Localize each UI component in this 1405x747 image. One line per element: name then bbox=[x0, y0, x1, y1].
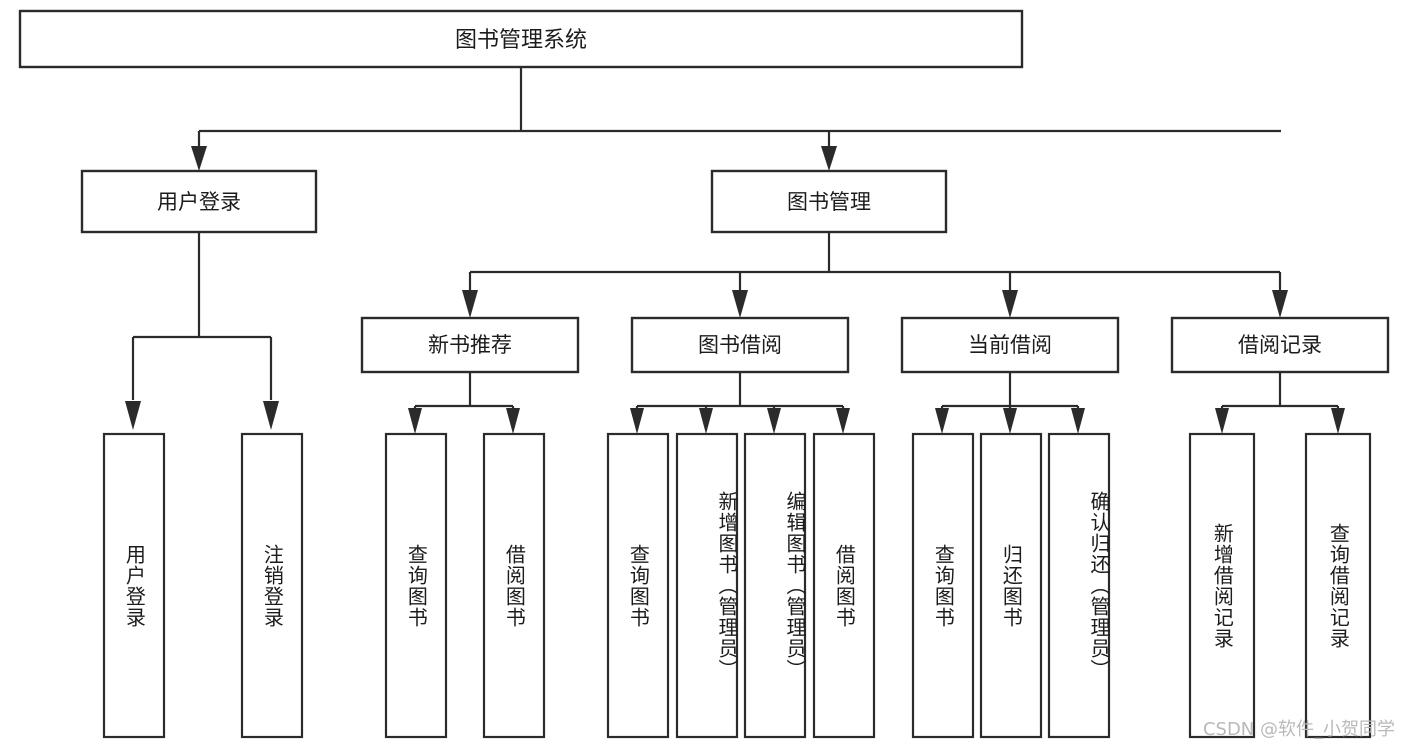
csdn-watermark: CSDN @软件_小贺同学 bbox=[1202, 719, 1395, 740]
arrow-head-icon bbox=[125, 401, 141, 430]
leaf-box-query-book-3[interactable] bbox=[911, 432, 975, 739]
leaf-box-logout-login[interactable] bbox=[240, 432, 304, 739]
connector-currentborrow-to-leaves bbox=[935, 372, 1085, 434]
arrow-head-icon bbox=[1331, 408, 1345, 434]
arrow-head-icon bbox=[836, 408, 850, 434]
leaf-box-query-book-2[interactable] bbox=[606, 432, 670, 739]
node-new-book-recommend-box bbox=[360, 316, 580, 374]
arrow-head-icon bbox=[263, 401, 279, 430]
node-user-login[interactable]: 用户登录 bbox=[80, 169, 318, 234]
arrow-head-icon bbox=[699, 408, 713, 434]
arrow-head-icon bbox=[1215, 408, 1229, 434]
arrow-head-icon bbox=[821, 146, 837, 171]
node-root[interactable]: 图书管理系统 bbox=[18, 9, 1024, 69]
node-book-borrow-label: 图书借阅 bbox=[698, 333, 782, 357]
arrow-head-icon bbox=[935, 408, 949, 434]
arrow-head-icon bbox=[1272, 290, 1288, 318]
node-new-book-recommend-label: 新书推荐 bbox=[428, 333, 512, 357]
node-root-box bbox=[18, 9, 1024, 69]
arrow-head-icon bbox=[191, 146, 207, 171]
leaf-box-borrow-book-1[interactable] bbox=[482, 432, 546, 739]
leaf-box-user-login[interactable] bbox=[102, 432, 166, 739]
connector-bookborrow-to-leaves bbox=[630, 372, 850, 434]
leaf-box-borrow-book-2[interactable] bbox=[812, 432, 876, 739]
arrow-head-icon bbox=[1002, 290, 1018, 318]
arrow-head-icon bbox=[1071, 408, 1085, 434]
node-book-management[interactable]: 图书管理 bbox=[710, 169, 948, 234]
connector-newbook-to-leaves bbox=[408, 372, 520, 434]
arrow-head-icon bbox=[506, 408, 520, 434]
arrow-head-icon bbox=[767, 408, 781, 434]
leaf-box-query-record[interactable] bbox=[1304, 432, 1372, 739]
arrow-head-icon bbox=[732, 290, 748, 318]
connector-root-to-level2 bbox=[191, 67, 1281, 171]
node-current-borrow[interactable]: 当前借阅 bbox=[900, 316, 1120, 374]
node-current-borrow-box bbox=[900, 316, 1120, 374]
leaf-box-confirm-return[interactable] bbox=[1047, 432, 1111, 739]
node-root-label: 图书管理系统 bbox=[455, 28, 587, 53]
node-current-borrow-label: 当前借阅 bbox=[968, 333, 1052, 357]
leaf-box-query-book-1[interactable] bbox=[384, 432, 448, 739]
node-new-book-recommend[interactable]: 新书推荐 bbox=[360, 316, 580, 374]
leaf-box-add-record[interactable] bbox=[1188, 432, 1256, 739]
node-user-login-label: 用户登录 bbox=[157, 190, 241, 214]
leaf-box-add-book[interactable] bbox=[675, 432, 739, 739]
arrow-head-icon bbox=[408, 408, 422, 434]
leaf-box-return-book[interactable] bbox=[979, 432, 1043, 739]
node-book-borrow[interactable]: 图书借阅 bbox=[630, 316, 850, 374]
connector-bookmgmt-to-level3 bbox=[462, 232, 1288, 318]
arrow-head-icon bbox=[1003, 408, 1017, 434]
connector-userlogin-to-leaves bbox=[125, 232, 279, 430]
node-borrow-record-label: 借阅记录 bbox=[1238, 333, 1322, 357]
node-borrow-record[interactable]: 借阅记录 bbox=[1170, 316, 1390, 374]
leaf-box-edit-book[interactable] bbox=[743, 432, 807, 739]
arrow-head-icon bbox=[462, 290, 478, 318]
arrow-head-icon bbox=[630, 408, 644, 434]
connector-borrowrecord-to-leaves bbox=[1215, 372, 1345, 434]
node-user-login-box bbox=[80, 169, 318, 234]
node-book-management-label: 图书管理 bbox=[787, 190, 871, 214]
